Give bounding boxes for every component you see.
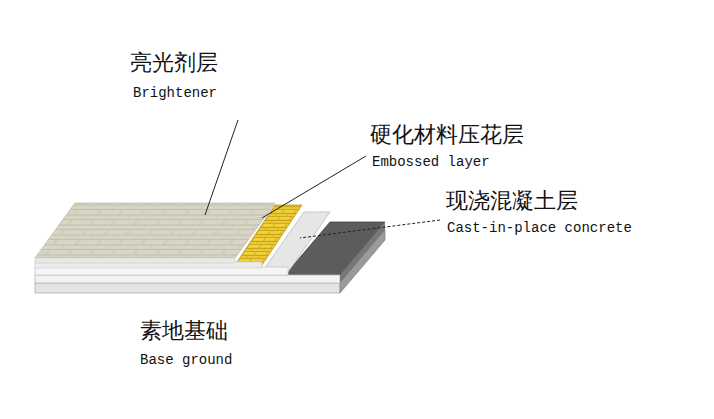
leader-line bbox=[205, 120, 238, 215]
base-front bbox=[35, 283, 340, 293]
layer-name-en: Base ground bbox=[140, 352, 232, 369]
layer-name: 素地基础 bbox=[140, 318, 228, 344]
leader-line bbox=[300, 220, 440, 238]
base-front-upper bbox=[35, 275, 340, 283]
brightener-front bbox=[35, 258, 235, 263]
layer-name: 现浇混凝土层 bbox=[446, 188, 578, 214]
layer-name: 硬化材料压花层 bbox=[370, 122, 524, 148]
base-side-upper bbox=[340, 222, 385, 283]
leader-line bbox=[262, 156, 366, 218]
layer-name: 亮光剂层 bbox=[130, 50, 218, 76]
layer-name-en: Cast-in-place concrete bbox=[447, 220, 632, 237]
layer-name-en: Brightener bbox=[133, 85, 217, 102]
layer-name-en: Embossed layer bbox=[372, 154, 490, 171]
brightener-top bbox=[35, 203, 275, 258]
